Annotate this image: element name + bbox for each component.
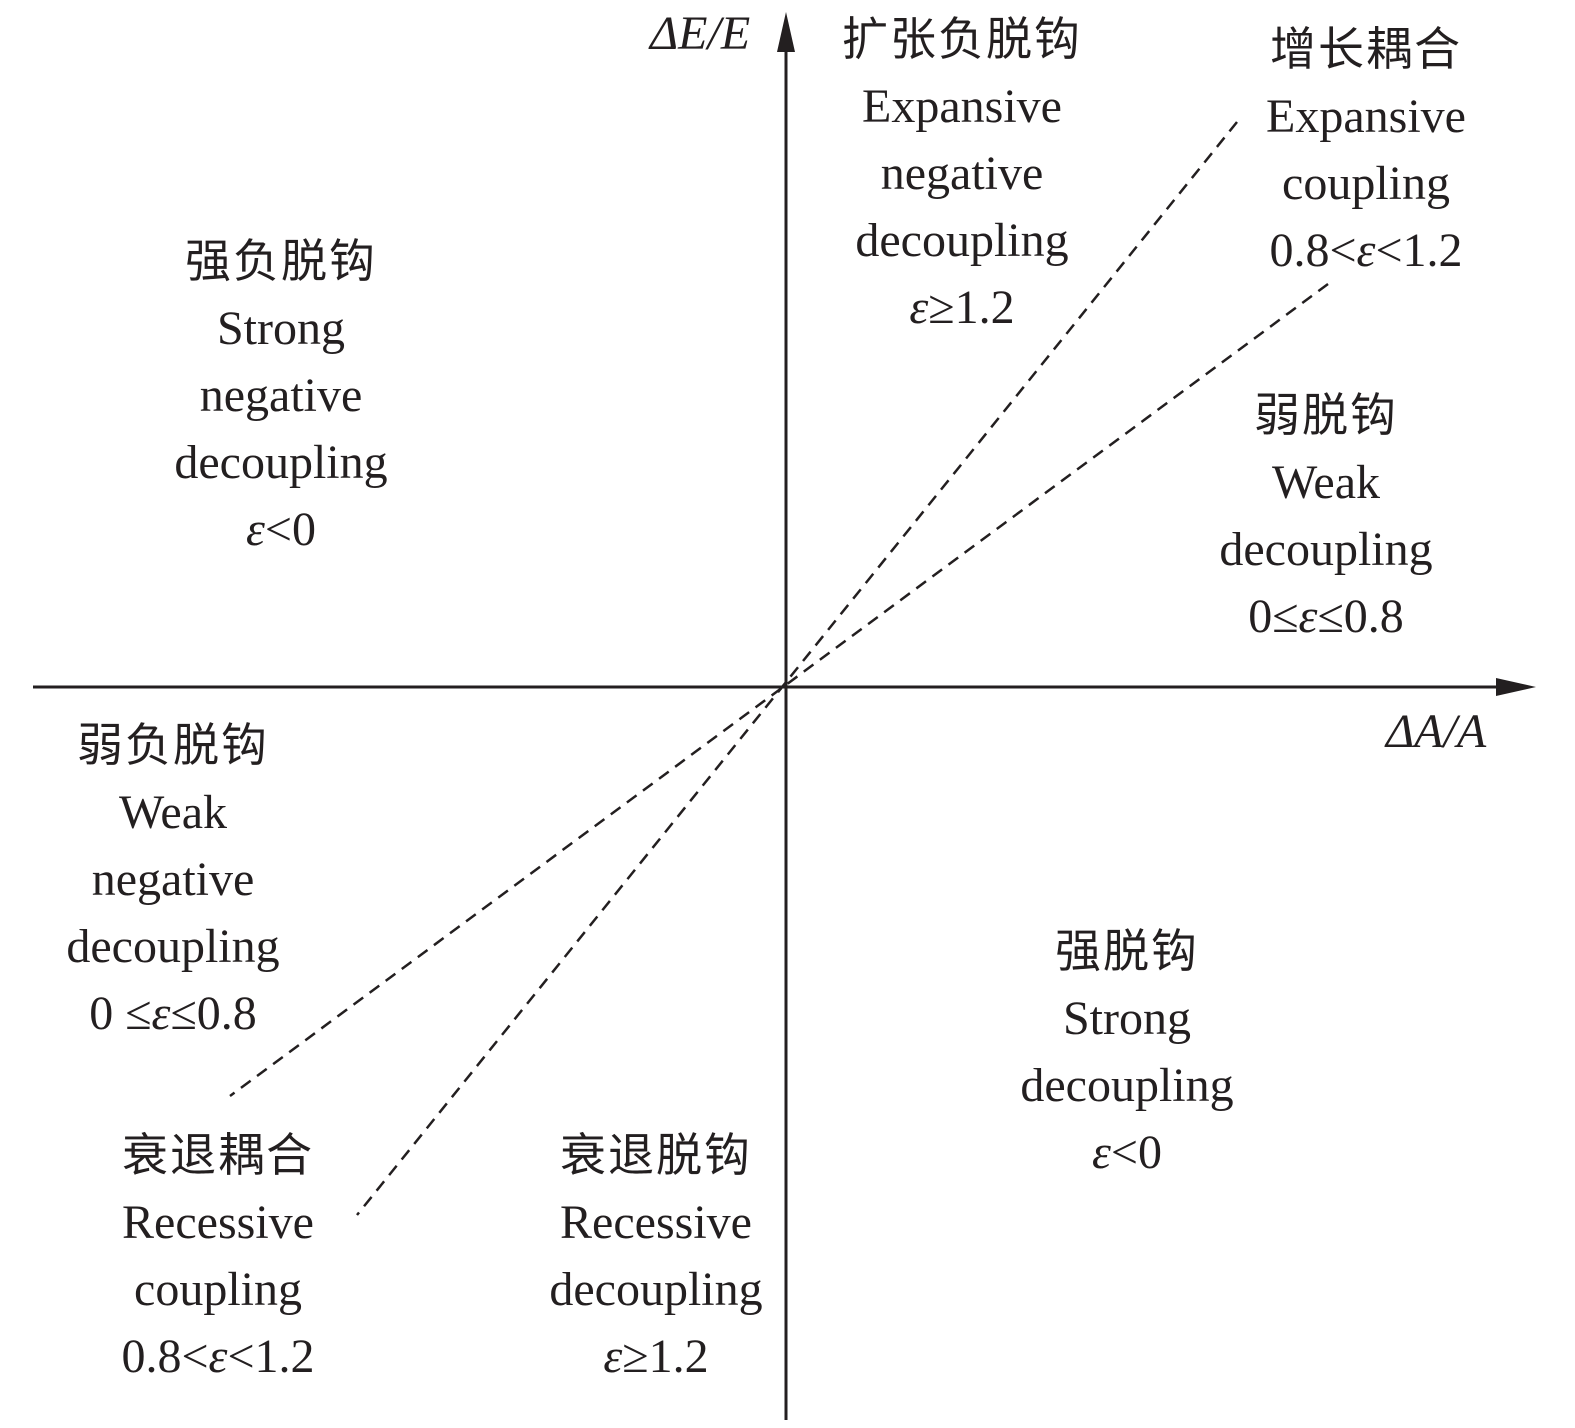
region-label-en: Strong <box>216 302 345 355</box>
y-axis-label: ΔE/E <box>650 7 751 60</box>
region-label-zh: 增长耦合 <box>1269 22 1462 76</box>
region-label-zh: 衰退耦合 <box>121 1128 314 1182</box>
region-label-en: decoupling <box>855 214 1069 267</box>
region-label-en: Weak <box>118 786 228 839</box>
x-axis-arrow <box>1496 678 1536 696</box>
y-axis-arrow <box>777 12 795 52</box>
region-condition: ε<0 <box>1092 1126 1162 1179</box>
region-label-en: coupling <box>134 1263 302 1316</box>
region-condition: ε<0 <box>246 503 316 556</box>
region-label-en: Recessive <box>560 1196 752 1249</box>
region-label-zh: 强脱钩 <box>1055 924 1199 978</box>
region-strong-decoupling: 强脱钩 Strong decoupling ε<0 <box>1020 918 1233 1186</box>
region-condition: 0.8<ε<1.2 <box>121 1330 315 1383</box>
region-label-en: negative <box>880 147 1044 200</box>
region-weak-decoupling: 弱脱钩 Weak decoupling 0≤ε≤0.8 <box>1219 382 1432 650</box>
region-condition: 0 ≤ε≤0.8 <box>89 987 257 1040</box>
region-label-en: Expansive <box>862 80 1062 133</box>
region-condition: ε≥1.2 <box>603 1330 709 1383</box>
region-label-zh: 扩张负脱钩 <box>842 12 1082 66</box>
region-label-en: Expansive <box>1266 90 1466 143</box>
region-label-en: Strong <box>1062 992 1191 1045</box>
x-axis-label: ΔA/A <box>1386 705 1487 758</box>
region-label-en: negative <box>199 369 363 422</box>
region-label-zh: 弱负脱钩 <box>77 718 269 772</box>
region-label-en: negative <box>91 853 255 906</box>
region-condition: ε≥1.2 <box>909 281 1015 334</box>
region-condition: 0.8<ε<1.2 <box>1269 224 1463 277</box>
region-expansive-coupling: 增长耦合 Expansive coupling 0.8<ε<1.2 <box>1266 16 1466 284</box>
region-label-en: decoupling <box>1219 523 1433 576</box>
region-label-en: decoupling <box>174 436 388 489</box>
region-label-zh: 强负脱钩 <box>185 234 377 288</box>
region-condition: 0≤ε≤0.8 <box>1248 590 1404 643</box>
region-label-en: Recessive <box>122 1196 314 1249</box>
region-label-en: decoupling <box>549 1263 763 1316</box>
region-recessive-decoupling: 衰退脱钩 Recessive decoupling ε≥1.2 <box>549 1122 762 1390</box>
region-strong-negative-decoupling: 强负脱钩 Strong negative decoupling ε<0 <box>174 228 387 563</box>
region-label-en: coupling <box>1282 157 1450 210</box>
region-label-zh: 弱脱钩 <box>1254 388 1398 442</box>
region-label-zh: 衰退脱钩 <box>560 1128 752 1182</box>
region-label-en: Weak <box>1271 456 1381 509</box>
region-label-en: decoupling <box>1020 1059 1234 1112</box>
region-recessive-coupling: 衰退耦合 Recessive coupling 0.8<ε<1.2 <box>121 1122 314 1390</box>
boundary-line-elasticity-0-8 <box>229 282 1329 1098</box>
region-label-en: decoupling <box>66 920 280 973</box>
region-weak-negative-decoupling: 弱负脱钩 Weak negative decoupling 0 ≤ε≤0.8 <box>66 712 279 1047</box>
boundary-line-elasticity-1-2 <box>356 121 1238 1216</box>
region-expansive-negative-decoupling: 扩张负脱钩 Expansive negative decoupling ε≥1.… <box>842 6 1082 341</box>
